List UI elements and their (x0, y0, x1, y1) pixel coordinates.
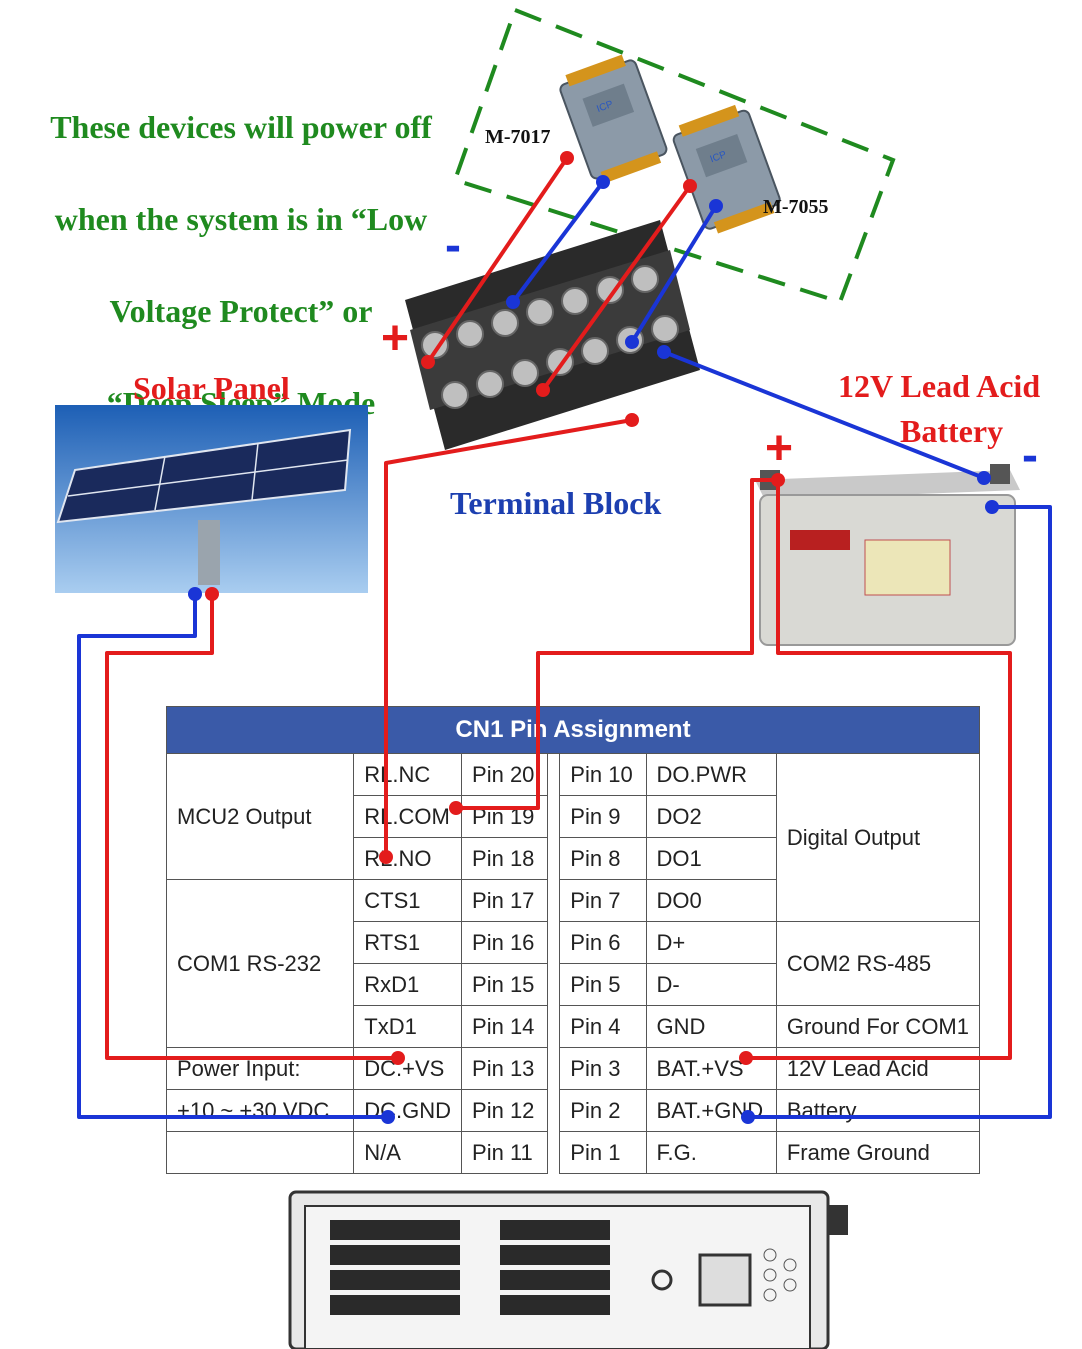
pin-cell: Pin 9 (559, 795, 647, 838)
signal-cell: RL.NO (353, 837, 463, 880)
pin-cell: Pin 10 (559, 753, 647, 796)
table-gap (547, 1131, 561, 1174)
table-row: N/A Pin 11 Pin 1 F.G. Frame Ground (165, 1131, 981, 1174)
terminal-block-label: Terminal Block (450, 485, 662, 521)
pin-cell: Pin 4 (559, 1005, 647, 1048)
group-digital-output: Digital Output (775, 753, 981, 922)
table-row: +10 ~ +30 VDC DC.GND Pin 12 Pin 2 BAT.+G… (165, 1089, 981, 1132)
m7055-label: M-7055 (763, 196, 829, 218)
pin-cell: Pin 7 (559, 879, 647, 922)
low-voltage-devices-box (452, 7, 896, 305)
group-com1: COM1 RS-232 (165, 879, 355, 1048)
pin-cell: Pin 20 (461, 753, 549, 796)
solar-panel-image (55, 405, 368, 593)
group-mcu2: MCU2 Output (165, 753, 355, 880)
pin-cell: Pin 14 (461, 1005, 549, 1048)
note-line-3: Voltage Protect” or (109, 293, 373, 329)
battery-plus-sign: + (765, 422, 794, 475)
table-row: MCU2 Output RL.NC Pin 20 Pin 10 DO.PWR D… (165, 753, 981, 922)
table-row: Power Input: DC.+VS Pin 13 Pin 3 BAT.+VS… (165, 1047, 981, 1090)
table-gap (547, 753, 561, 796)
group-battery-line-1: 12V Lead Acid (775, 1047, 981, 1090)
controller-device-image (288, 1190, 848, 1349)
battery-label-line-2: Battery (900, 413, 1004, 449)
signal-cell: RTS1 (353, 921, 463, 964)
battery-minus-sign: - (1022, 429, 1038, 482)
note-line-2: when the system is in “Low (54, 201, 428, 237)
group-power-input: Power Input: (165, 1047, 355, 1090)
group-com2: COM2 RS-485 (775, 921, 981, 1006)
pin-cell: Pin 8 (559, 837, 647, 880)
group-empty (165, 1131, 355, 1174)
group-battery-line-2: Battery (775, 1089, 981, 1132)
power-off-note: These devices will power off when the sy… (6, 58, 476, 472)
battery-image (755, 464, 1020, 646)
note-line-1: These devices will power off (50, 109, 432, 145)
signal-cell: D- (645, 963, 777, 1006)
terminal-minus-sign: - (445, 219, 461, 272)
table-gap (547, 1047, 561, 1090)
signal-cell: DC.GND (353, 1089, 463, 1132)
pin-cell: Pin 5 (559, 963, 647, 1006)
pin-cell: Pin 19 (461, 795, 549, 838)
table-gap (547, 795, 561, 838)
table-gap (547, 963, 561, 1006)
signal-cell: N/A (353, 1131, 463, 1174)
m7017-label: M-7017 (485, 126, 551, 148)
table-gap (547, 837, 561, 880)
battery-label-line-1: 12V Lead Acid (838, 368, 1041, 404)
pin-cell: Pin 6 (559, 921, 647, 964)
group-power-range: +10 ~ +30 VDC (165, 1089, 355, 1132)
table-gap (547, 921, 561, 964)
pin-cell: Pin 3 (559, 1047, 647, 1090)
signal-cell: F.G. (645, 1131, 777, 1174)
signal-cell: GND (645, 1005, 777, 1048)
cn1-pin-table: CN1 Pin Assignment MCU2 Output RL.NC Pin… (165, 706, 981, 1174)
signal-cell: RL.NC (353, 753, 463, 796)
signal-cell: DC.+VS (353, 1047, 463, 1090)
signal-cell: DO1 (645, 837, 777, 880)
pin-cell: Pin 1 (559, 1131, 647, 1174)
pin-cell: Pin 11 (461, 1131, 549, 1174)
pin-cell: Pin 18 (461, 837, 549, 880)
pin-cell: Pin 2 (559, 1089, 647, 1132)
signal-cell: BAT.+GND (645, 1089, 777, 1132)
solar-panel-label: Solar Panel (133, 370, 290, 406)
signal-cell: BAT.+VS (645, 1047, 777, 1090)
pin-cell: Pin 16 (461, 921, 549, 964)
pin-cell: Pin 12 (461, 1089, 549, 1132)
group-frame-ground: Frame Ground (775, 1131, 981, 1174)
pin-cell: Pin 17 (461, 879, 549, 922)
m7055-module-image: ICP (672, 104, 781, 234)
signal-cell: D+ (645, 921, 777, 964)
signal-cell: DO0 (645, 879, 777, 922)
signal-cell: RL.COM (353, 795, 463, 838)
svg-text:ICP: ICP (595, 99, 615, 115)
table-gap (547, 1005, 561, 1048)
table-title: CN1 Pin Assignment (166, 706, 980, 754)
svg-text:ICP: ICP (709, 149, 729, 165)
pin-cell: Pin 15 (461, 963, 549, 1006)
table-gap (547, 1089, 561, 1132)
terminal-plus-sign: + (381, 312, 410, 365)
signal-cell: RxD1 (353, 963, 463, 1006)
signal-cell: CTS1 (353, 879, 463, 922)
signal-cell: DO2 (645, 795, 777, 838)
m7017-module-image: ICP (559, 54, 668, 184)
pin-cell: Pin 13 (461, 1047, 549, 1090)
group-ground-com1: Ground For COM1 (775, 1005, 981, 1048)
table-gap (547, 879, 561, 922)
signal-cell: DO.PWR (645, 753, 777, 796)
signal-cell: TxD1 (353, 1005, 463, 1048)
